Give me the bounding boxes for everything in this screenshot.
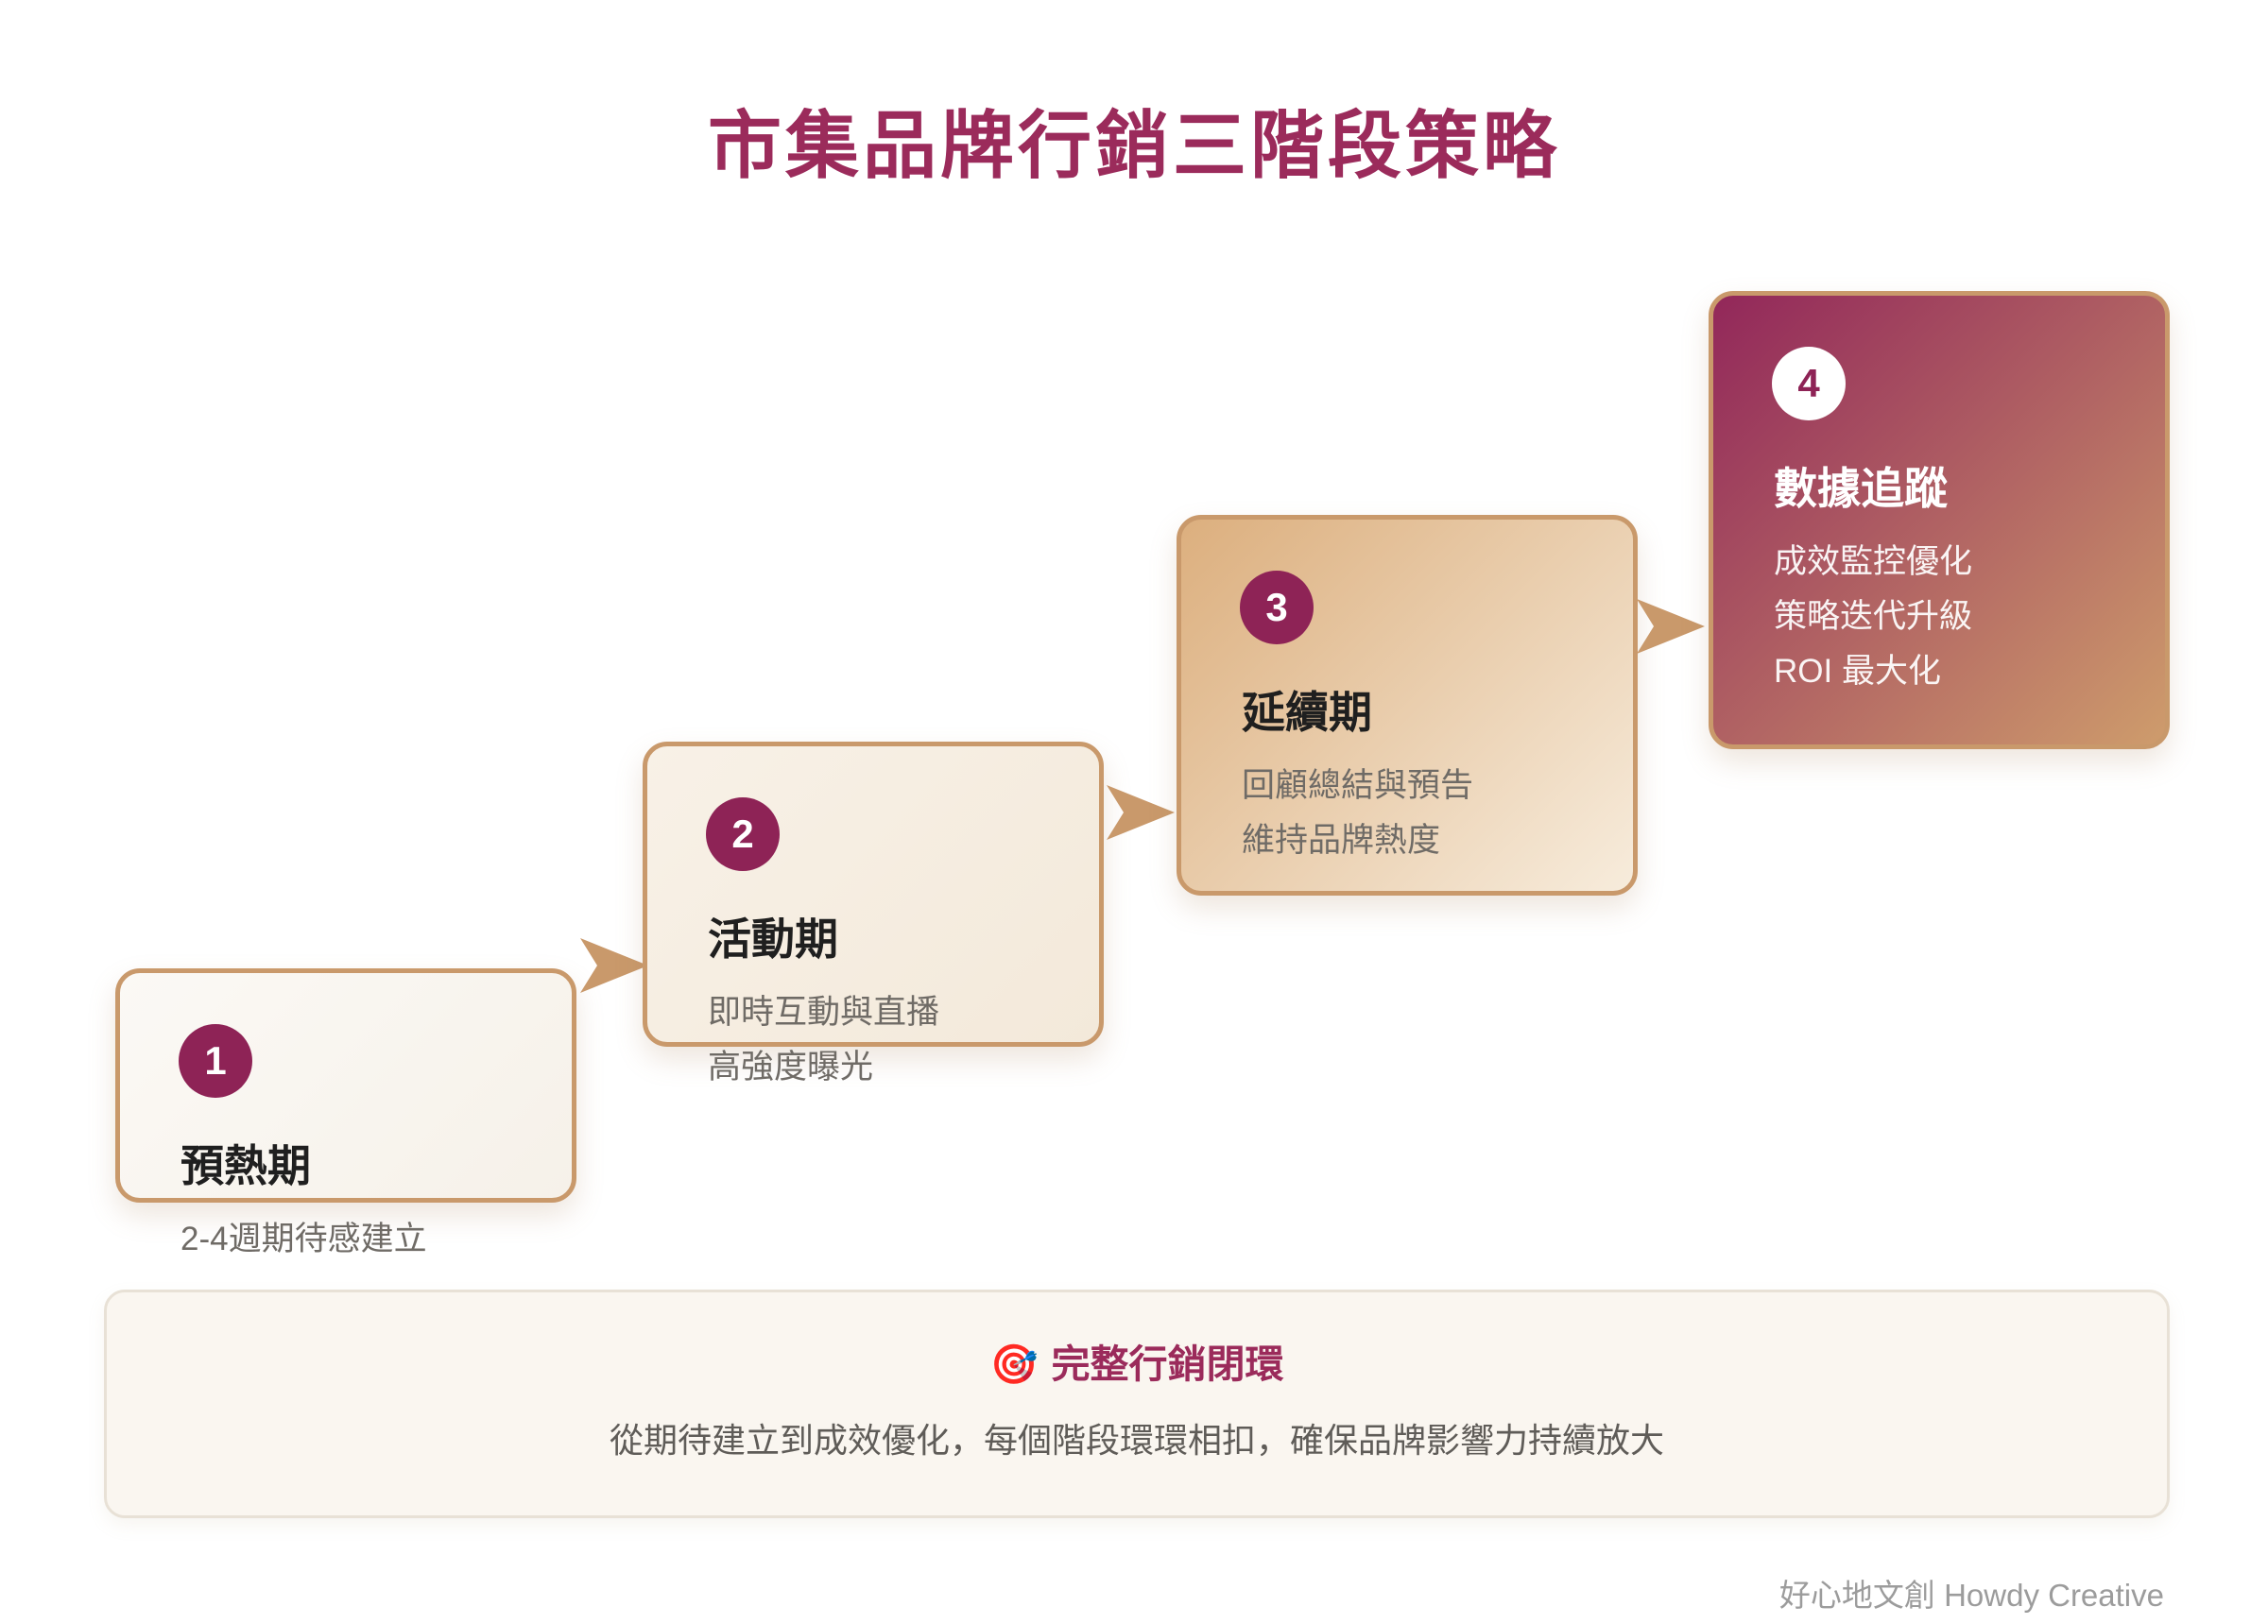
stage-3-desc-line: 維持品牌熱度 — [1242, 822, 1441, 859]
stage-1-description: 2-4週期待感建立 — [180, 1212, 427, 1267]
summary-title: 🎯 完整行銷閉環 — [107, 1332, 2167, 1389]
stage-2-desc-line: 即時互動與直播 — [708, 994, 940, 1031]
stage-2-description: 即時互動與直播 高強度曝光 — [708, 985, 939, 1095]
page-title: 市集品牌行銷三階段策略 — [707, 104, 1560, 187]
stage-4-desc-line: ROI 最大化 — [1774, 653, 1941, 690]
stage-4-desc-line: 策略迭代升級 — [1774, 598, 1973, 635]
stage-3-title: 延續期 — [1242, 688, 1372, 737]
stage-3-number-badge: 3 — [1240, 571, 1314, 644]
stage-2-title: 活動期 — [708, 915, 838, 964]
stage-4-description: 成效監控優化 策略迭代升級 ROI 最大化 — [1774, 535, 1972, 699]
summary-box: 🎯 完整行銷閉環 從期待建立到成效優化，每個階段環環相扣，確保品牌影響力持續放大 — [104, 1290, 2170, 1518]
stage-card-3: 3 延續期 回顧總結與預告 維持品牌熱度 — [1177, 515, 1638, 896]
stage-card-2: 2 活動期 即時互動與直播 高強度曝光 — [643, 742, 1104, 1086]
stage-2-desc-line: 高強度曝光 — [708, 1049, 874, 1086]
stage-card-1: 1 預熱期 2-4週期待感建立 — [115, 968, 576, 1257]
summary-title-text: 完整行銷閉環 — [1051, 1342, 1284, 1386]
stage-4-number-badge: 4 — [1772, 347, 1846, 420]
stage-card-4: 4 數據追蹤 成效監控優化 策略迭代升級 ROI 最大化 — [1709, 291, 2170, 749]
stage-1-number-badge: 1 — [179, 1024, 252, 1098]
stage-1-desc-line: 2-4週期待感建立 — [180, 1221, 427, 1257]
stage-4-desc-line: 成效監控優化 — [1774, 543, 1973, 580]
stage-3-description: 回顧總結與預告 維持品牌熱度 — [1242, 759, 1473, 868]
arrow-right-icon — [580, 938, 648, 993]
arrow-right-icon — [1637, 599, 1705, 654]
target-icon: 🎯 — [989, 1342, 1039, 1386]
stage-3-desc-line: 回顧總結與預告 — [1242, 767, 1474, 804]
stage-1-title: 預熱期 — [180, 1141, 311, 1190]
summary-text: 從期待建立到成效優化，每個階段環環相扣，確保品牌影響力持續放大 — [609, 1421, 1664, 1460]
stage-2-number-badge: 2 — [706, 797, 780, 871]
footer-credit: 好心地文創 Howdy Creative — [1778, 1578, 2164, 1613]
stage-4-title: 數據追蹤 — [1774, 464, 1948, 513]
arrow-right-icon — [1107, 785, 1175, 840]
